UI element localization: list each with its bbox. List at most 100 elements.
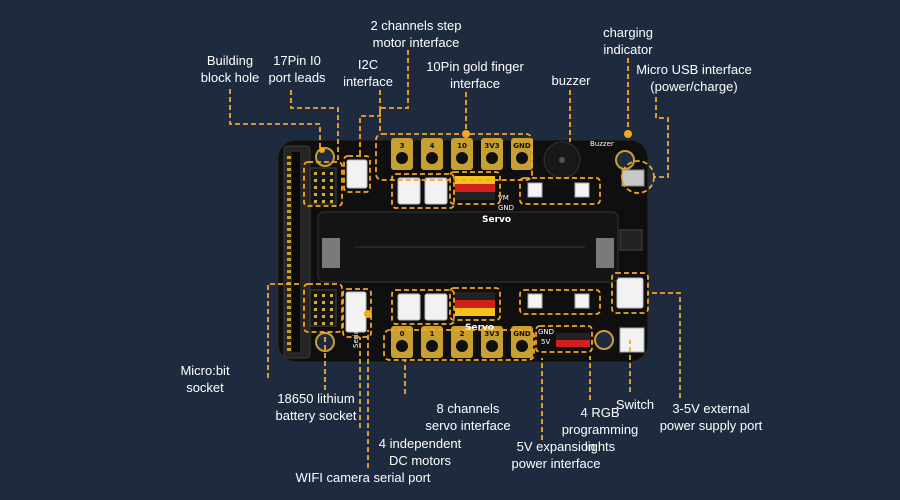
socket-contact <box>287 210 291 213</box>
silk-vm: VM <box>498 194 509 202</box>
top-pad-hole <box>426 152 438 164</box>
microbit-socket <box>283 145 311 359</box>
socket-contact <box>287 264 291 267</box>
top-pad-label: 3V3 <box>484 142 499 150</box>
label-charging-indicator: charging indicator <box>603 25 653 57</box>
socket-contact <box>287 228 291 231</box>
socket-contact <box>287 240 291 243</box>
socket-contact <box>287 168 291 171</box>
socket-contact <box>287 300 291 303</box>
lead-pin <box>314 322 317 325</box>
label-external-power: 3-5V external power supply port <box>659 401 763 433</box>
bottom-pad-3: 3V3 <box>481 326 503 358</box>
top-pad-3: 3V3 <box>481 138 503 170</box>
expansion-5v-header <box>556 333 590 347</box>
silk-servo-top: Servo <box>482 215 511 225</box>
label-step-motor: 2 channels step motor interface <box>370 18 462 50</box>
silk-serial: Serial <box>352 328 360 348</box>
bottom-pad-label: 1 <box>430 330 435 338</box>
top-pad-label: 3 <box>400 142 405 150</box>
socket-contact <box>287 348 291 351</box>
label-building-block-hole: Building block hole <box>200 53 260 85</box>
socket-contact <box>287 234 291 237</box>
lead-pin <box>322 315 325 318</box>
lead-pin <box>322 200 325 203</box>
lead-pin <box>314 294 317 297</box>
lead-pin <box>330 322 333 325</box>
top-pad-1: 4 <box>421 138 443 170</box>
white-connectors <box>345 159 644 333</box>
bottom-pad-label: 2 <box>460 330 465 338</box>
lead-pin <box>314 193 317 196</box>
lead-pin <box>314 308 317 311</box>
callout-dots <box>319 130 632 318</box>
rgb-leds <box>527 182 590 309</box>
lead-pin <box>322 308 325 311</box>
silk-gnd-5v: GND <box>538 328 554 336</box>
top-pad-label: GND <box>513 142 531 150</box>
lead-pin <box>330 200 333 203</box>
label-i2c: I2C interface <box>343 57 393 89</box>
socket-contact <box>287 222 291 225</box>
top-pad-hole <box>516 152 528 164</box>
label-dc-motors: 4 independent DC motors <box>378 436 462 468</box>
lead-pin <box>314 315 317 318</box>
socket-contact <box>287 186 291 189</box>
servo-header-bottom <box>455 292 495 316</box>
label-battery-socket: 18650 lithium battery socket <box>275 391 357 423</box>
label-wifi-camera: WIFI camera serial port <box>295 470 431 485</box>
top-pad-4: GND <box>511 138 533 170</box>
lead-pin <box>322 172 325 175</box>
lead-pin <box>330 315 333 318</box>
socket-contact <box>287 174 291 177</box>
lead-pin <box>314 200 317 203</box>
socket-contact <box>287 330 291 333</box>
lead-pin <box>330 193 333 196</box>
socket-contact <box>287 342 291 345</box>
top-pad-0: 3 <box>391 138 413 170</box>
lead-pin <box>330 301 333 304</box>
socket-contact <box>287 204 291 207</box>
label-microbit-socket: Micro:bit socket <box>180 363 230 395</box>
label-expansion-5v: 5V expansion power interface <box>511 439 601 471</box>
bottom-pad-0: 0 <box>391 326 413 358</box>
socket-contact <box>287 312 291 315</box>
label-buzzer: buzzer <box>551 73 591 88</box>
silk-buzzer: Buzzer <box>590 140 614 148</box>
label-micro-usb: Micro USB interface (power/charge) <box>636 62 752 94</box>
socket-contact <box>287 270 291 273</box>
bottom-pad-4: GND <box>511 326 533 358</box>
socket-contact <box>287 198 291 201</box>
silk-servo-bottom: Servo <box>465 323 494 333</box>
socket-contact <box>287 216 291 219</box>
socket-contact <box>287 252 291 255</box>
lead-pin <box>322 179 325 182</box>
lead-pin <box>330 179 333 182</box>
label-switch: Switch <box>615 397 655 412</box>
bottom-pad-label: 3V3 <box>484 330 499 338</box>
lead-pin <box>322 294 325 297</box>
top-pad-hole <box>456 152 468 164</box>
socket-contact <box>287 258 291 261</box>
label-rgb-lights: 4 RGB programming lights <box>561 405 639 454</box>
top-pad-label: 4 <box>430 142 435 150</box>
buzzer-component <box>543 141 581 179</box>
bottom-pad-hole <box>516 340 528 352</box>
bottom-pad-hole <box>456 340 468 352</box>
socket-contact <box>287 306 291 309</box>
bottom-pad-2: 2 <box>451 326 473 358</box>
pin-lead-headers <box>309 167 337 327</box>
label-servo-interface: 8 channels servo interface <box>425 401 511 433</box>
lead-pin <box>330 186 333 189</box>
bottom-pad-hole <box>486 340 498 352</box>
top-pad-hole <box>486 152 498 164</box>
socket-contact <box>287 180 291 183</box>
lead-pin <box>330 294 333 297</box>
servo-header-top <box>455 176 495 200</box>
lead-pin <box>330 308 333 311</box>
lead-pin <box>322 193 325 196</box>
socket-contact <box>287 294 291 297</box>
label-pin-leads: 17Pin I0 port leads <box>268 53 326 85</box>
